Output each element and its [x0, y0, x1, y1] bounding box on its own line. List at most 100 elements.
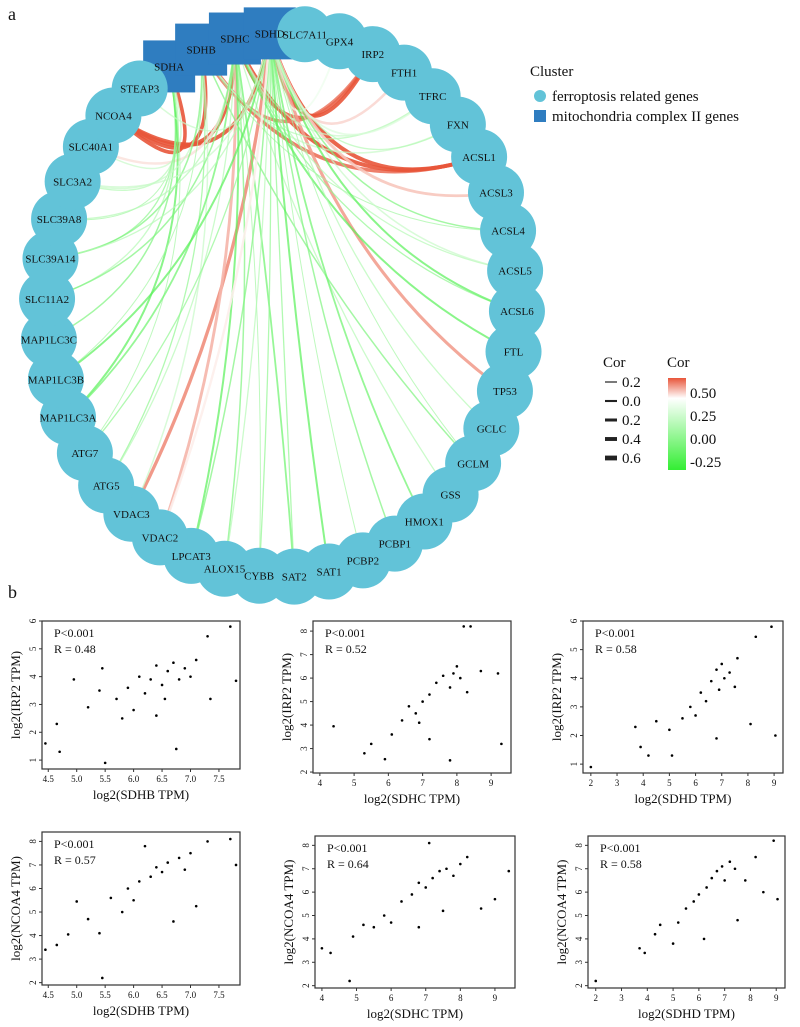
data-point	[351, 935, 355, 938]
plot-frame	[41, 620, 241, 770]
y-tick-label: 5	[569, 647, 579, 652]
y-tick-label: 1	[28, 758, 38, 763]
cor-width-label: 0.0	[622, 394, 641, 410]
data-point	[445, 867, 448, 871]
x-tick-label: 6.5	[156, 774, 168, 784]
data-point	[774, 734, 777, 737]
data-point	[715, 737, 718, 740]
edge-SDHC-VDAC2	[158, 38, 238, 538]
data-point	[448, 686, 452, 689]
data-point	[109, 896, 113, 900]
x-tick-label: 2	[593, 993, 598, 1003]
data-point	[98, 689, 101, 692]
data-point	[101, 666, 104, 670]
data-point	[705, 886, 708, 889]
node-label: IRP2	[361, 49, 384, 61]
data-point	[400, 719, 404, 722]
y-tick-label: 4	[569, 676, 579, 681]
node-label: ATG5	[93, 480, 120, 492]
node-STEAP3	[111, 60, 168, 117]
y-tick-label: 2	[569, 733, 579, 738]
y-tick-label: 6	[574, 889, 584, 894]
data-point	[174, 747, 178, 751]
r-value-annotation: R = 0.57	[54, 853, 96, 867]
y-tick-label: 3	[28, 956, 38, 961]
data-point	[699, 691, 703, 694]
data-point	[709, 679, 713, 683]
x-tick-label: 9	[493, 993, 498, 1003]
data-point	[86, 917, 90, 921]
data-point	[459, 862, 462, 866]
data-point	[160, 870, 164, 874]
edge-SDHD-ACSL6	[268, 33, 518, 313]
y-tick-label: 4	[299, 722, 309, 727]
x-tick-label: 6	[389, 993, 394, 1003]
y-tick-label: 6	[299, 675, 309, 680]
cor-width-label: 0.6	[622, 451, 641, 467]
edge-SDHD-VDAC2	[158, 33, 271, 538]
edge-SDHD-STEAP3	[139, 33, 271, 132]
data-point	[435, 681, 438, 685]
data-point	[155, 664, 158, 667]
r-value-annotation: R = 0.64	[327, 857, 369, 871]
p-value-annotation: P<0.001	[54, 626, 94, 640]
edge-SDHA-SLC40A1	[90, 66, 182, 170]
data-point	[126, 686, 130, 690]
data-point	[455, 665, 459, 668]
data-point	[206, 635, 209, 638]
x-tick-label: 8	[458, 993, 463, 1003]
edge-SDHC-ACSL6	[234, 38, 518, 312]
data-point	[770, 625, 773, 629]
data-point	[733, 685, 737, 689]
data-point	[733, 867, 737, 871]
data-point	[428, 737, 431, 741]
data-point	[163, 697, 167, 701]
y-tick-label: 2	[28, 730, 38, 735]
plot-frame	[582, 620, 784, 774]
data-point	[647, 754, 650, 757]
edge-SDHD-PCBP1	[269, 33, 396, 544]
edge-SDHC-FTL	[233, 38, 514, 353]
node-label: ACSL6	[500, 306, 534, 318]
x-tick-label: 6.5	[156, 990, 168, 1000]
cor-colorbar	[668, 378, 686, 470]
node-label: SLC11A2	[25, 294, 69, 306]
data-point	[149, 678, 152, 681]
x-tick-label: 8	[746, 778, 751, 788]
cor-width-label: 0.4	[622, 432, 641, 448]
data-point	[234, 679, 238, 683]
edge-SDHD-CYBB	[258, 33, 272, 576]
node-ACSL5	[487, 242, 544, 299]
y-tick-label: 2	[301, 983, 311, 988]
cor-color-label: -0.25	[690, 455, 721, 471]
node-label: MAP1LC3B	[28, 374, 84, 386]
data-point	[421, 700, 424, 703]
data-point	[658, 923, 662, 927]
y-tick-label: 7	[301, 866, 311, 871]
node-label: ALOX15	[204, 564, 246, 576]
node-label: NCOA4	[95, 111, 132, 123]
data-point	[410, 893, 414, 896]
data-point	[723, 676, 726, 680]
edge-SDHB-SLC3A2	[72, 49, 204, 190]
data-point	[126, 887, 130, 890]
cor-width-legend: Cor 0.20.00.20.40.6	[603, 355, 641, 467]
y-tick-label: 8	[28, 839, 38, 844]
data-point	[638, 946, 641, 950]
node-label: SLC3A2	[53, 176, 92, 188]
network-edges	[46, 32, 518, 577]
y-tick-label: 2	[299, 770, 309, 775]
y-tick-label: 4	[574, 936, 584, 941]
y-tick-label: 3	[301, 960, 311, 965]
y-tick-label: 7	[299, 652, 309, 657]
p-value-annotation: P<0.001	[325, 626, 365, 640]
cor-color-legend: Cor 0.500.250.00-0.25	[667, 355, 721, 471]
edge-SDHC-TFRC	[234, 38, 434, 137]
data-point	[149, 875, 152, 879]
x-tick-label: 4.5	[43, 990, 55, 1000]
x-tick-label: 3	[619, 993, 624, 1003]
data-point	[115, 697, 118, 701]
data-point	[120, 910, 124, 914]
data-point	[132, 898, 135, 902]
